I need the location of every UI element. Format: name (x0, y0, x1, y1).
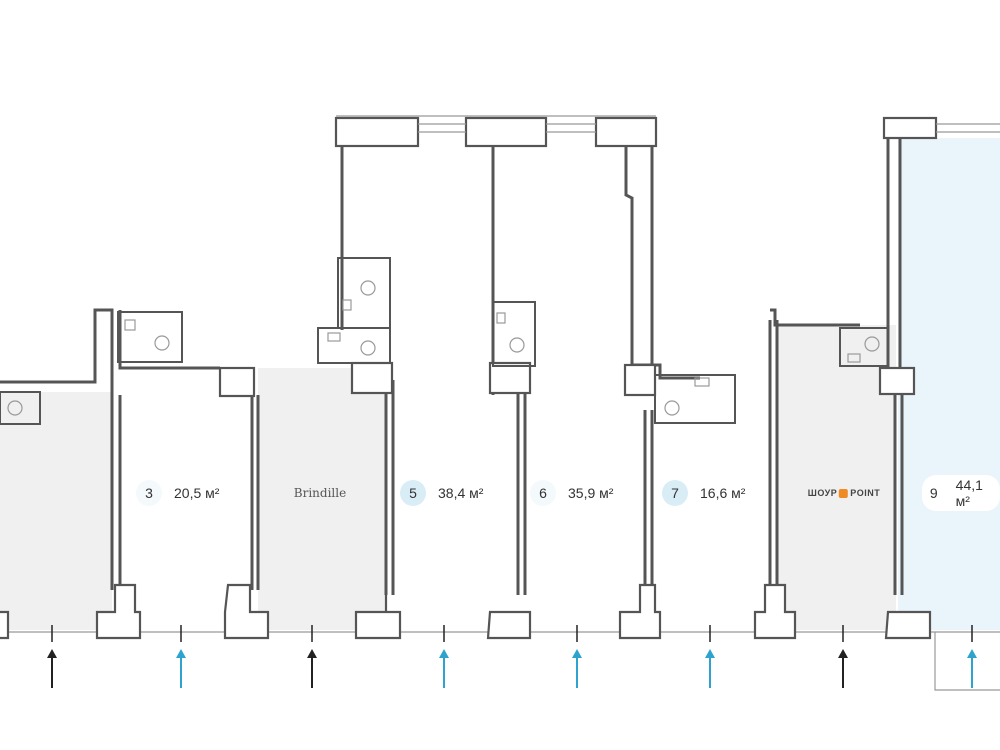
tenant-shour-point: ШОУР POINT (808, 488, 880, 498)
unit-7-label[interactable]: 7 16,6 м² (662, 480, 745, 506)
unit-area: 35,9 м² (568, 485, 614, 501)
unit-3-label[interactable]: 3 20,5 м² (136, 480, 219, 506)
tenant-name-left: ШОУР (807, 488, 838, 498)
unit-9-label[interactable]: 9 44,1 м² (922, 475, 1000, 511)
room-shour-point[interactable] (778, 325, 896, 630)
unit-number: 7 (662, 480, 688, 506)
room-occupied-left[interactable] (0, 392, 112, 630)
house-icon (839, 488, 849, 498)
unit-area: 16,6 м² (700, 485, 746, 501)
unit-number: 5 (400, 480, 426, 506)
unit-number: 6 (530, 480, 556, 506)
arrow-head-icon (705, 649, 715, 658)
unit-5-label[interactable]: 5 38,4 м² (400, 480, 483, 506)
walls (0, 138, 916, 595)
room-brindille[interactable] (258, 368, 386, 630)
arrow-head-icon (176, 649, 186, 658)
unit-number: 9 (924, 480, 944, 506)
arrow-head-icon (967, 649, 977, 658)
unit-area: 38,4 м² (438, 485, 484, 501)
arrow-head-icon (47, 649, 57, 658)
unit-number: 3 (136, 480, 162, 506)
arrow-head-icon (572, 649, 582, 658)
tenant-name-right: POINT (850, 488, 881, 498)
unit-area: 44,1 м² (955, 477, 983, 509)
unit-6-label[interactable]: 6 35,9 м² (530, 480, 613, 506)
arrow-head-icon (439, 649, 449, 658)
arrow-head-icon (307, 649, 317, 658)
top-wall (334, 115, 1000, 148)
front-piers (0, 583, 1000, 691)
arrow-head-icon (838, 649, 848, 658)
restrooms (0, 257, 889, 425)
tenant-brindille: Brindille (293, 486, 347, 500)
unit-area: 20,5 м² (174, 485, 220, 501)
entrance-arrows (47, 625, 977, 688)
